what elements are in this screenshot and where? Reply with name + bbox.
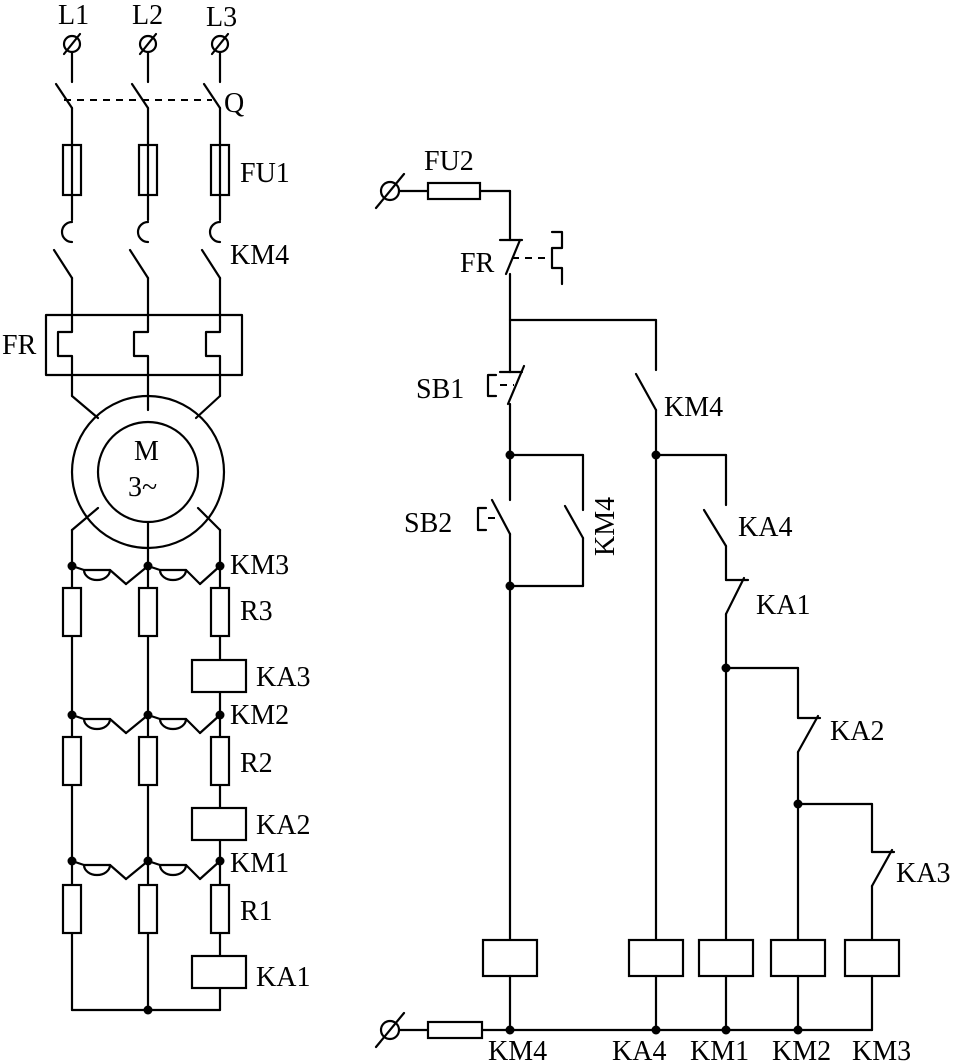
label-coil-ka4: KA4 <box>612 1036 666 1062</box>
fr-nc-contact <box>498 230 564 374</box>
label-l1: L1 <box>58 0 89 31</box>
label-km4-ctrl: KM4 <box>664 392 723 423</box>
label-ka1-coil-left: KA1 <box>256 962 310 993</box>
ka2-nc-contact <box>793 714 874 942</box>
label-l3: L3 <box>206 2 237 33</box>
label-fu1: FU1 <box>240 158 290 189</box>
label-ka3-coil-left: KA3 <box>256 662 310 693</box>
label-ka1-nc: KA1 <box>756 590 810 621</box>
label-km4-power: KM4 <box>230 240 289 271</box>
km4-main-contacts <box>52 220 222 324</box>
sb2-start-button <box>476 450 585 942</box>
ka3-nc-contact <box>870 848 896 942</box>
label-ka2-coil-left: KA2 <box>256 810 310 841</box>
label-fr-ctrl: FR <box>460 248 495 279</box>
label-km2-power: KM2 <box>230 700 289 731</box>
ka4-ka1-contacts <box>702 508 800 942</box>
label-r1: R1 <box>240 896 273 927</box>
coil-km1 <box>697 938 755 978</box>
label-ka2-nc: KA2 <box>830 716 884 747</box>
label-coil-km1: KM1 <box>690 1036 749 1062</box>
km3-stage <box>61 561 248 694</box>
km4-no-contact <box>634 372 728 942</box>
power-circuit <box>44 32 248 1015</box>
label-ka3-nc: KA3 <box>896 858 950 889</box>
km1-stage <box>61 856 248 990</box>
label-coil-km4: KM4 <box>488 1036 547 1062</box>
label-motor-m: M <box>134 436 159 467</box>
coil-km2 <box>769 938 827 978</box>
label-motor-phase: 3~ <box>128 472 157 503</box>
control-circuit <box>374 172 901 1049</box>
label-fr-power: FR <box>2 330 37 361</box>
label-sb2: SB2 <box>404 508 452 539</box>
fuses-fu1 <box>61 140 231 222</box>
label-r2: R2 <box>240 748 273 779</box>
coil-km4 <box>481 938 539 978</box>
label-r3: R3 <box>240 596 273 627</box>
label-ka4-no: KA4 <box>738 512 792 543</box>
label-fu2: FU2 <box>424 146 474 177</box>
label-l2: L2 <box>132 0 163 31</box>
supply-terminals <box>62 32 230 84</box>
control-supply-bottom <box>374 1011 874 1049</box>
label-sb1: SB1 <box>416 374 464 405</box>
label-coil-km2: KM2 <box>772 1036 831 1062</box>
km2-stage <box>61 710 248 842</box>
label-km1-power: KM1 <box>230 848 289 879</box>
isolator-switch-q <box>54 82 222 144</box>
control-supply-top <box>374 172 512 242</box>
thermal-relay-fr <box>44 313 244 398</box>
coil-ka4 <box>627 938 685 978</box>
coil-km3 <box>843 938 901 978</box>
label-coil-km3: KM3 <box>852 1036 911 1062</box>
label-km4-hold: KM4 <box>590 497 621 556</box>
label-q: Q <box>224 88 244 119</box>
label-km3-power: KM3 <box>230 550 289 581</box>
sb1-stop-button <box>486 364 526 502</box>
